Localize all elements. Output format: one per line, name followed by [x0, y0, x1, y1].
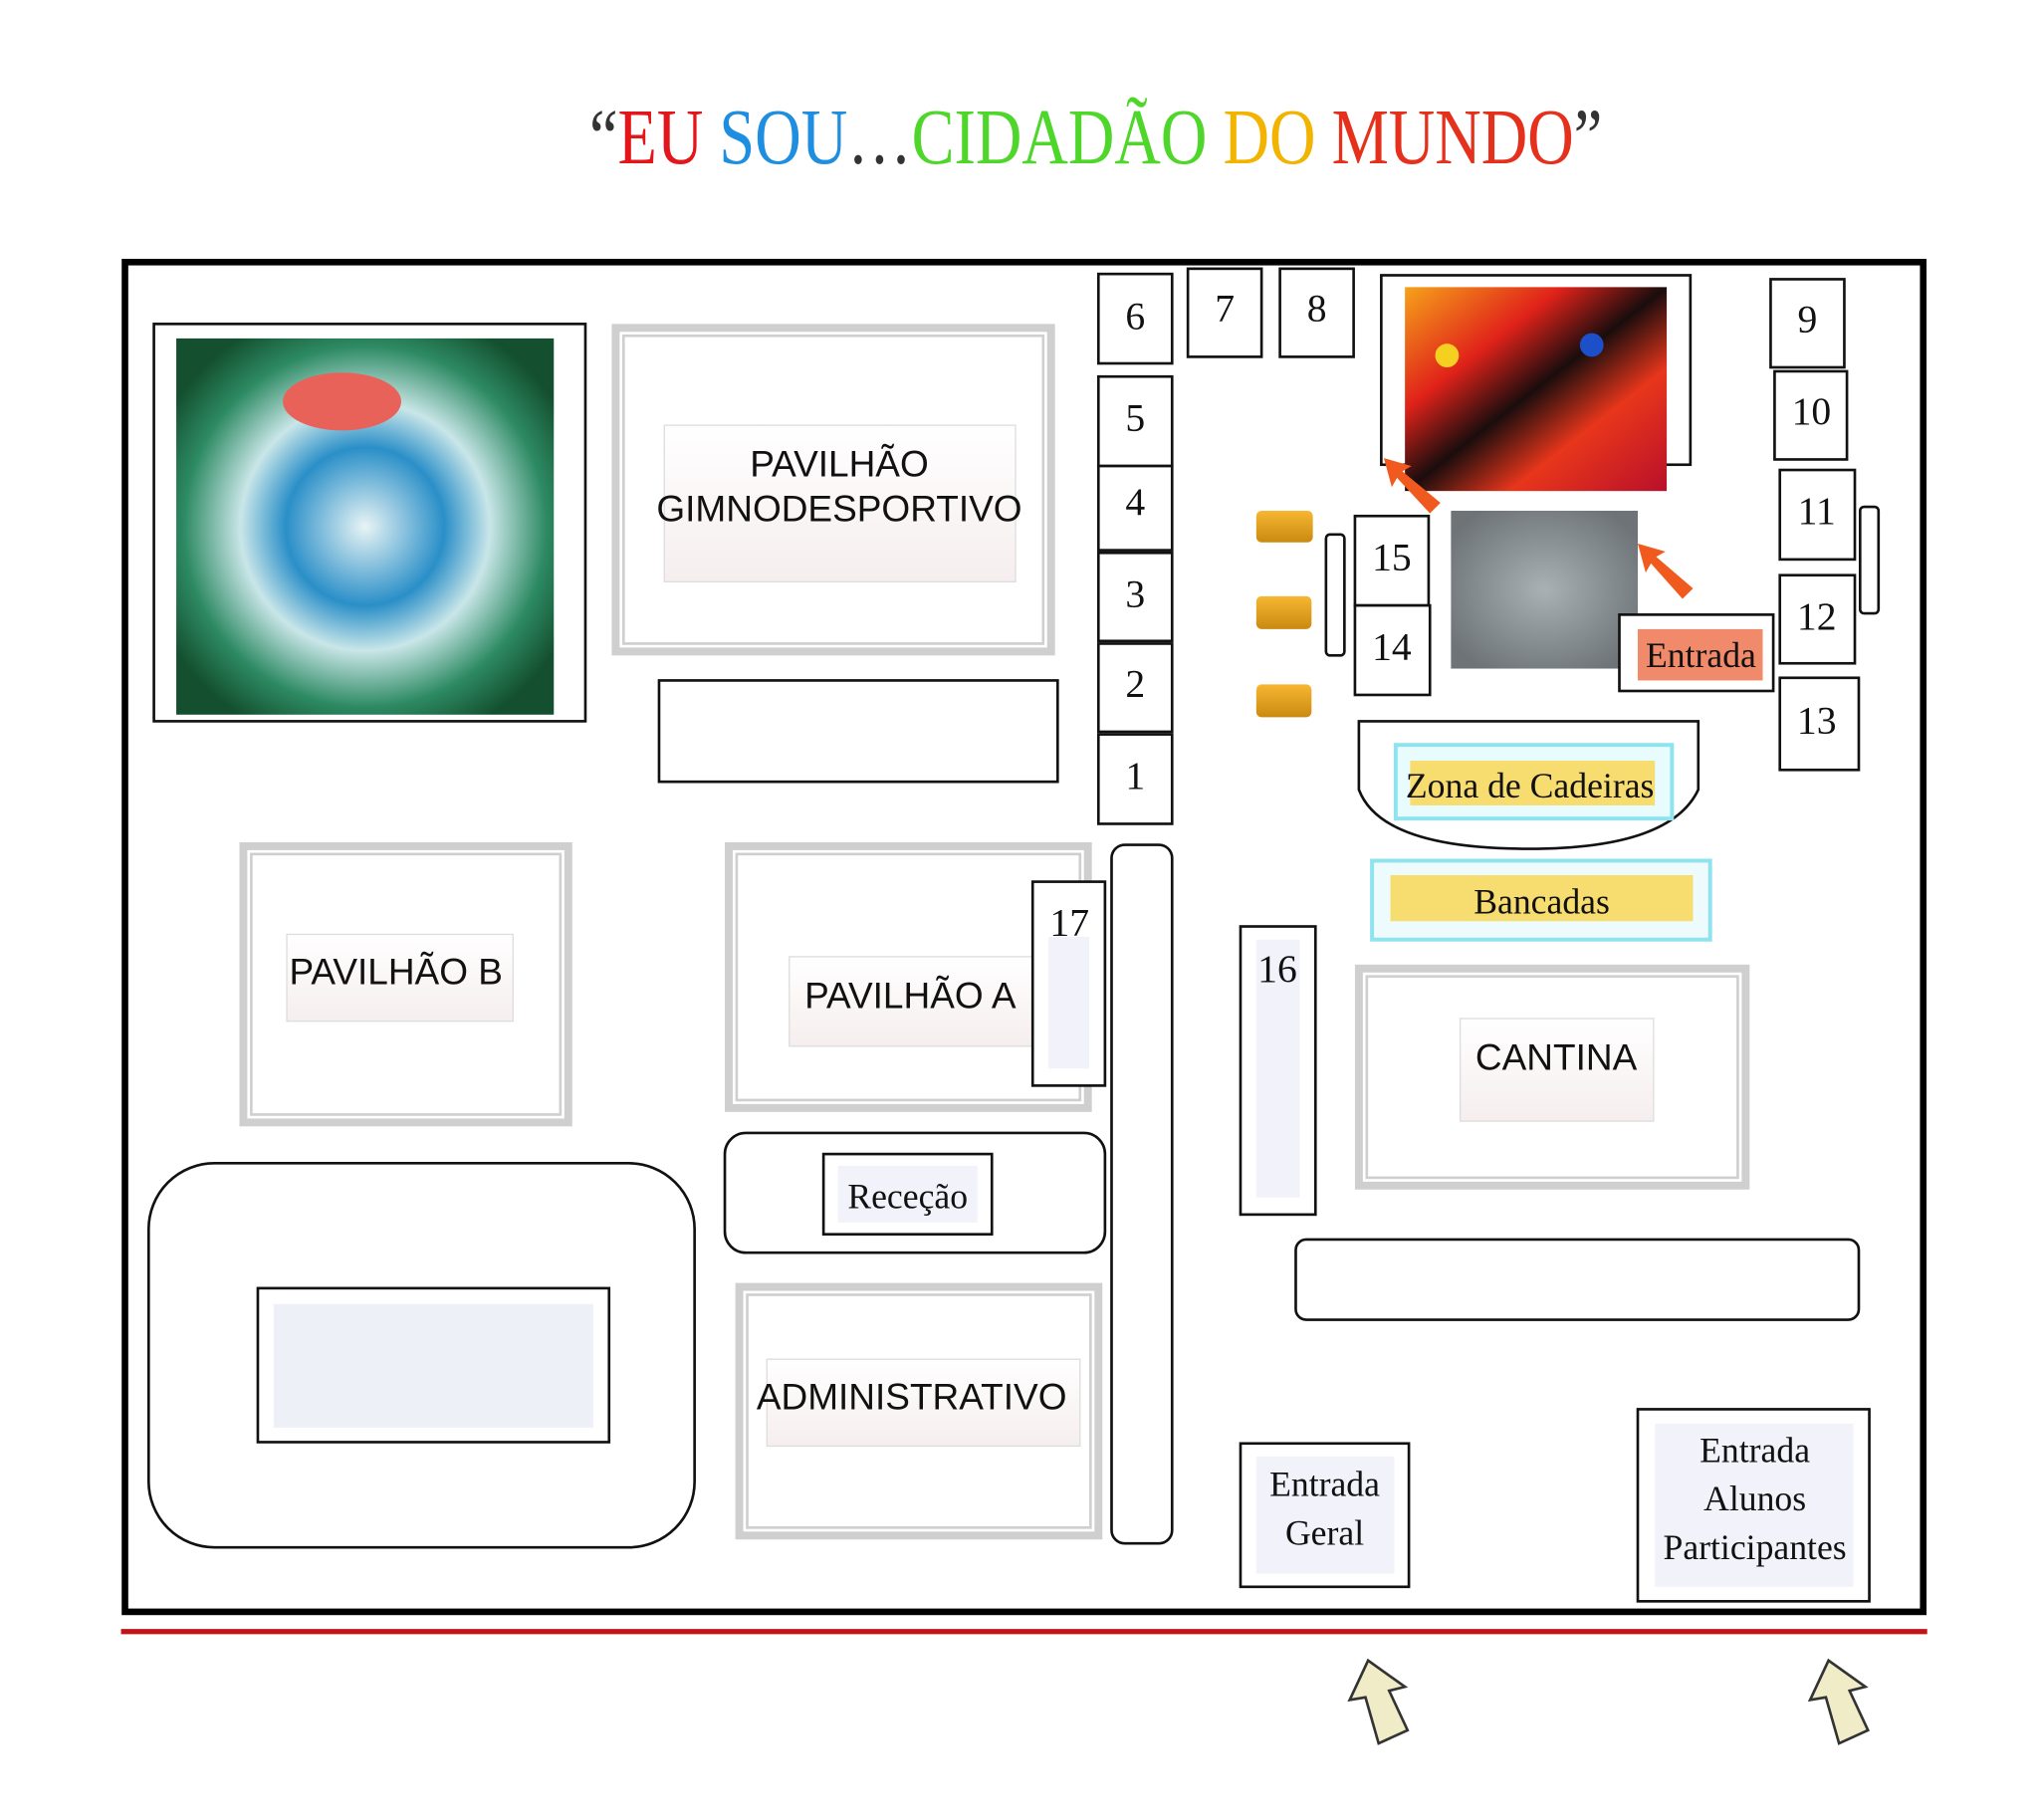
svg-text:Alunos: Alunos: [1703, 1479, 1806, 1518]
unlabeled-area: [1294, 1238, 1861, 1321]
stand-3: 3: [1096, 551, 1174, 643]
bench: [1324, 533, 1346, 657]
label-highlight: [1390, 874, 1694, 922]
svg-text:4: 4: [1125, 480, 1145, 524]
svg-text:12: 12: [1797, 594, 1837, 638]
stand-7: 7: [1186, 267, 1263, 358]
gimnodesportivo-label: PAVILHÃO: [750, 444, 929, 485]
label-highlight: [1410, 761, 1656, 805]
seat-icon: [1255, 684, 1312, 718]
field-court-fill: [273, 1303, 593, 1428]
gimnodesportivo-label: GIMNODESPORTIVO: [656, 489, 1021, 530]
stand-9: 9: [1769, 278, 1846, 369]
stand-12: 12: [1778, 573, 1857, 665]
building-inner-border: [746, 1293, 1092, 1529]
page-title: “EU SOU…CIDADÃO DO MUNDO”: [589, 94, 1602, 181]
svg-text:9: 9: [1798, 297, 1818, 341]
seat-icon: [1255, 595, 1312, 629]
stand-11: 11: [1778, 468, 1857, 562]
svg-text:3: 3: [1125, 571, 1145, 615]
stand-4: 4: [1096, 464, 1174, 552]
stand-17: 17: [1030, 880, 1107, 1087]
svg-text:15: 15: [1372, 535, 1412, 578]
cantina-label-box: [1459, 1018, 1655, 1122]
seating-zone-label: Zona de Cadeiras: [1406, 766, 1655, 805]
stand-14: 14: [1353, 603, 1432, 697]
svg-text:Entrada: Entrada: [1269, 1465, 1380, 1504]
painting-detail: [1579, 333, 1604, 357]
long-bench: [1110, 843, 1174, 1545]
stand-16: 16: [1239, 925, 1317, 1217]
svg-text:1: 1: [1125, 754, 1145, 797]
pavilhao-b-label-box: [286, 933, 514, 1023]
administrativo-label: ADMINISTRATIVO: [757, 1376, 1067, 1417]
stand-1: 1: [1096, 733, 1174, 825]
entrance-arrow-geral: [1347, 1658, 1410, 1745]
globe-painting-detail: [283, 372, 401, 431]
gimnodesportivo-label-box: [663, 424, 1017, 582]
administrativo-label-box: [766, 1358, 1081, 1448]
orange-arrow-icon: [1383, 458, 1441, 514]
cantina-label: CANTINA: [1475, 1037, 1638, 1078]
svg-text:10: 10: [1792, 389, 1832, 433]
svg-text:Geral: Geral: [1285, 1513, 1364, 1553]
svg-text:14: 14: [1372, 624, 1412, 668]
svg-text:Entrada: Entrada: [1699, 1430, 1810, 1470]
svg-text:11: 11: [1798, 489, 1836, 533]
stand-5: 5: [1096, 374, 1174, 468]
svg-text:17: 17: [1049, 901, 1089, 945]
building-inner-border: [250, 852, 563, 1116]
svg-text:16: 16: [1257, 947, 1297, 991]
stand-13: 13: [1778, 676, 1861, 772]
svg-text:2: 2: [1125, 661, 1145, 705]
label-fill: [837, 1165, 978, 1223]
stand-2: 2: [1096, 642, 1174, 734]
stage-entrance: Entrada: [1618, 613, 1775, 693]
entrance-arrow-alunos: [1807, 1658, 1870, 1745]
building-inner-border: [1365, 975, 1739, 1180]
stand-8: 8: [1278, 267, 1355, 358]
building-inner-border: [621, 334, 1045, 645]
stand-6: 6: [1096, 272, 1174, 365]
stage: [1451, 510, 1639, 669]
pavilhao-a-label: PAVILHÃO A: [804, 975, 1017, 1016]
stand-15: 15: [1353, 514, 1431, 607]
entrance-geral: Entrada Geral: [1239, 1442, 1411, 1589]
bleachers-label: Bancadas: [1473, 881, 1610, 921]
school-boundary: [121, 258, 1927, 1616]
faces-painting-image: [1405, 287, 1668, 492]
rececao-label: Receção: [847, 1176, 968, 1216]
stand-10: 10: [1773, 369, 1849, 461]
svg-text:13: 13: [1797, 698, 1837, 742]
painting-detail: [1435, 343, 1460, 367]
entrance-alunos-participantes: Entrada Alunos Participantes: [1636, 1408, 1871, 1603]
svg-text:8: 8: [1307, 287, 1327, 331]
svg-text:Participantes: Participantes: [1664, 1527, 1847, 1567]
seat-icon: [1255, 510, 1313, 543]
svg-text:7: 7: [1215, 287, 1235, 331]
unlabeled-area: [657, 679, 1059, 784]
svg-text:6: 6: [1125, 295, 1145, 339]
pavilhao-b-label: PAVILHÃO B: [289, 952, 502, 993]
bench: [1858, 505, 1881, 615]
svg-text:5: 5: [1125, 395, 1145, 439]
svg-text:Entrada: Entrada: [1646, 635, 1756, 675]
orange-arrow-icon: [1638, 544, 1694, 599]
